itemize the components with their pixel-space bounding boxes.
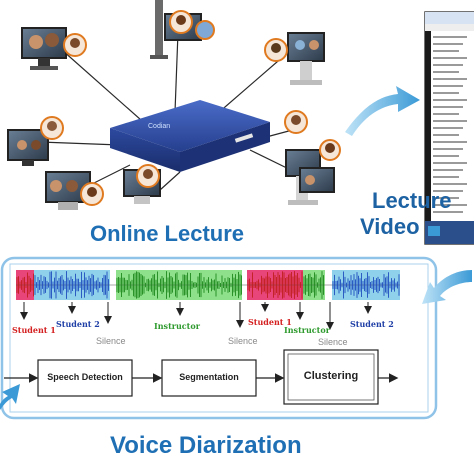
speech-detection-box [37, 359, 133, 397]
video-list-row [433, 190, 463, 192]
curved-arrow-icon [345, 86, 420, 136]
clustering-label: Clustering [303, 370, 359, 382]
video-list-row [433, 78, 467, 80]
panel-inner-frame [9, 263, 429, 413]
video-list-row [433, 64, 463, 66]
video-list-row [433, 36, 467, 38]
online-lecture-title: Online Lecture [90, 221, 245, 246]
clustering-box [283, 349, 379, 405]
speaker-label: Student 1 [248, 317, 292, 327]
speaker-label: Instructor [154, 321, 200, 331]
video-list-row [433, 176, 459, 178]
video-list-row [433, 134, 459, 136]
pipeline [4, 349, 399, 405]
lecture-title: Lecture [372, 188, 452, 213]
video-list-row [433, 141, 467, 143]
voice-diarization-title: Voice Diarization [110, 432, 302, 459]
video-list-row [433, 148, 463, 150]
segment-pointers [20, 302, 372, 330]
video-conference-endpoint-icon [7, 0, 341, 210]
video-list-row [433, 57, 467, 59]
video-list-row [433, 106, 463, 108]
video-list-row [433, 50, 459, 52]
video-list-row [433, 99, 467, 101]
video-list-row [433, 155, 459, 157]
video-list-row [433, 120, 467, 122]
video-list-row [433, 92, 459, 94]
speaker-label: Student 2 [350, 319, 394, 329]
speaker-label: Instructor [284, 325, 330, 335]
silence-label: Silence [228, 336, 258, 346]
segmentation-box [161, 359, 257, 397]
video-list-row [433, 127, 463, 129]
segmentation-label: Segmentation [179, 372, 239, 382]
curved-arrow-icon [0, 384, 20, 410]
video-title: Video [360, 214, 420, 239]
video-list-row [433, 71, 459, 73]
video-list-row [433, 85, 463, 87]
speech-detection-label: Speech Detection [47, 372, 123, 382]
curved-arrow-icon [422, 270, 472, 304]
waveform [16, 270, 400, 300]
video-list-row [433, 197, 459, 199]
video-list-row [433, 43, 463, 45]
video-list-row [433, 211, 463, 213]
silence-label: Silence [96, 336, 126, 346]
speaker-label: Student 1 [12, 325, 56, 335]
video-list-rows [433, 36, 467, 213]
video-list-row [433, 169, 463, 171]
mcu-server-icon: Codian [110, 100, 270, 172]
server-brand-label: Codian [148, 123, 170, 130]
speaker-label: Student 2 [56, 319, 100, 329]
video-list-row [433, 162, 467, 164]
video-list-row [433, 204, 467, 206]
silence-label: Silence [318, 337, 348, 347]
video-list-row [433, 183, 467, 185]
video-list-row [433, 113, 459, 115]
